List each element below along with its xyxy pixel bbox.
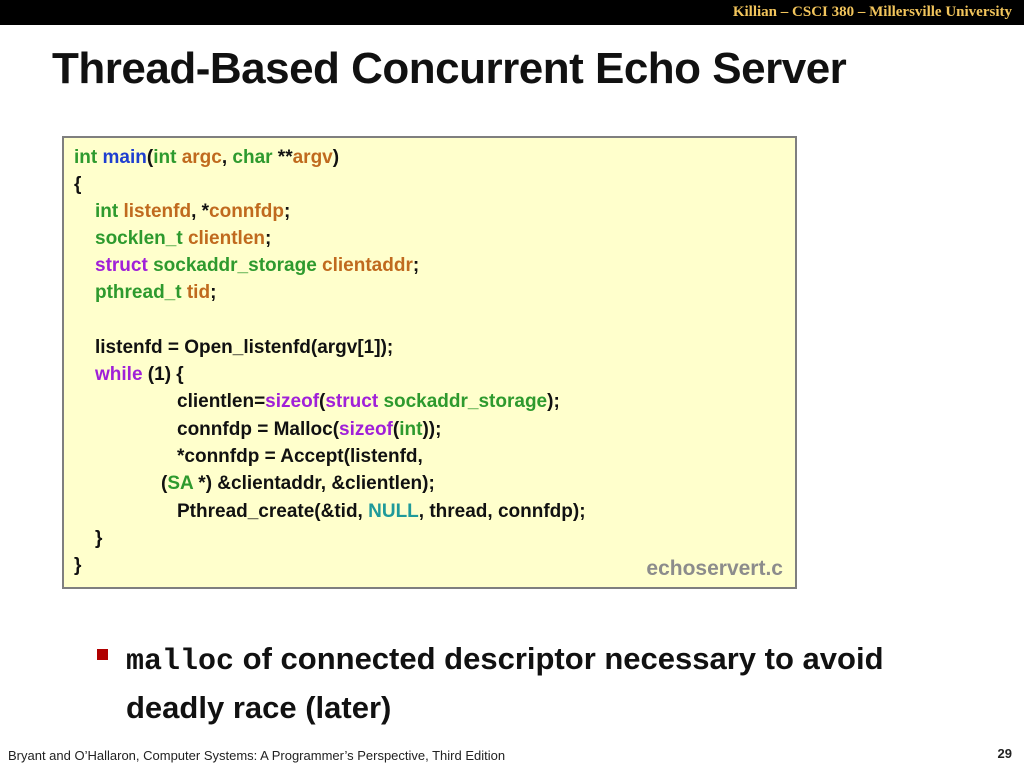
- code-line-9: while (1) {: [95, 363, 184, 387]
- code-token: (: [392, 419, 400, 440]
- code-token: argv: [292, 147, 333, 168]
- code-token: sockaddr_storage: [153, 255, 317, 276]
- code-token: ): [332, 147, 340, 168]
- code-line-12: *connfdp = Accept(listenfd,: [177, 446, 423, 467]
- code-token: clientaddr: [322, 255, 413, 276]
- code-token: connfdp: [209, 201, 284, 222]
- code-token: ;: [265, 228, 272, 249]
- code-token: int: [74, 147, 98, 168]
- code-token: argc: [181, 147, 222, 168]
- code-token: , *: [191, 201, 210, 222]
- code-token: , thread, connfdp);: [418, 501, 586, 522]
- code-token: (: [319, 391, 326, 412]
- code-token: struct: [95, 255, 148, 276]
- code-token: char: [232, 147, 273, 168]
- code-token: ;: [283, 201, 291, 222]
- code-token: clientlen: [187, 228, 266, 249]
- code-line-13: (SA *) &clientaddr, &clientlen);: [161, 472, 435, 496]
- slide-title: Thread-Based Concurrent Echo Server: [52, 44, 847, 93]
- code-line-4: socklen_t clientlen;: [95, 227, 271, 251]
- code-filename-label: echoservert.c: [646, 557, 783, 580]
- code-token: ;: [412, 255, 420, 276]
- bullet-point: malloc of connected descriptor necessary…: [126, 636, 976, 731]
- code-token: main: [102, 147, 147, 168]
- code-token: Pthread_create(&tid,: [177, 501, 369, 522]
- code-line-11: connfdp = Malloc(sizeof(int));: [177, 418, 441, 442]
- code-line-1: int main(int argc, char **argv): [74, 146, 339, 170]
- code-listing: int main(int argc, char **argv) { int li…: [62, 136, 797, 589]
- code-line-14: Pthread_create(&tid, NULL, thread, connf…: [177, 500, 586, 524]
- code-token: connfdp = Malloc(: [177, 419, 340, 440]
- code-token: while: [95, 364, 143, 385]
- code-token: ,: [221, 147, 233, 168]
- code-token: int: [399, 419, 423, 440]
- code-token: socklen_t: [95, 228, 183, 249]
- code-line-16: }: [74, 555, 82, 576]
- code-token: sizeof: [265, 391, 320, 412]
- code-line-6: pthread_t tid;: [95, 281, 216, 305]
- code-line-10: clientlen=sizeof(struct sockaddr_storage…: [177, 390, 560, 414]
- bullet-text: of connected descriptor necessary to avo…: [126, 641, 884, 725]
- code-token: );: [547, 391, 560, 412]
- page-number: 29: [997, 746, 1012, 761]
- code-token: tid: [186, 282, 211, 303]
- square-bullet-icon: [97, 649, 108, 660]
- code-token: (: [146, 147, 154, 168]
- code-line-5: struct sockaddr_storage clientaddr;: [95, 254, 419, 278]
- code-line-2: {: [74, 174, 82, 195]
- code-token: ;: [210, 282, 217, 303]
- header-bar: Killian – CSCI 380 – Millersville Univer…: [0, 0, 1024, 25]
- code-token: int: [95, 201, 119, 222]
- code-line-3: int listenfd, *connfdp;: [95, 200, 290, 224]
- code-token: struct: [325, 391, 379, 412]
- code-token: SA: [167, 473, 194, 494]
- code-token: sockaddr_storage: [383, 391, 548, 412]
- code-token: ));: [422, 419, 442, 440]
- code-token: (: [161, 473, 168, 494]
- code-token: clientlen=: [177, 391, 266, 412]
- code-line-8: listenfd = Open_listenfd(argv[1]);: [95, 337, 394, 358]
- footer-citation: Bryant and O’Hallaron, Computer Systems:…: [8, 748, 506, 763]
- code-token: NULL: [368, 501, 419, 522]
- bullet-code-word: malloc: [126, 645, 235, 679]
- code-token: pthread_t: [95, 282, 182, 303]
- code-token: listenfd: [123, 201, 192, 222]
- code-token: *) &clientaddr, &clientlen);: [193, 473, 435, 494]
- code-token: sizeof: [339, 419, 393, 440]
- course-header-text: Killian – CSCI 380 – Millersville Univer…: [732, 4, 1012, 20]
- code-token: **: [272, 147, 293, 168]
- code-line-15: }: [95, 528, 103, 549]
- code-token: int: [153, 147, 177, 168]
- code-token: (1) {: [142, 364, 184, 385]
